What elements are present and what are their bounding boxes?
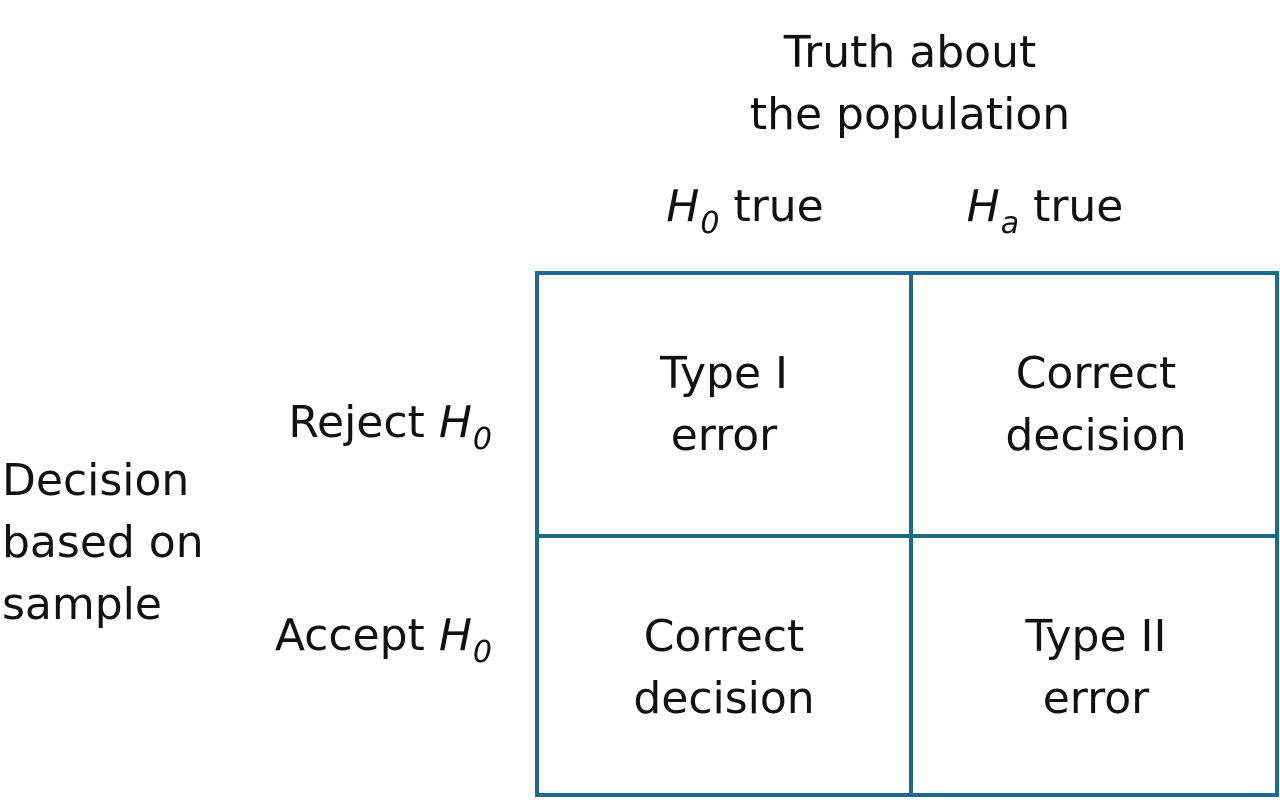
column-label-hypothesis: H xyxy=(966,181,1000,232)
row-header-line-2: based on xyxy=(2,517,204,568)
cell-line-1: Correct xyxy=(643,610,805,662)
column-label-suffix: true xyxy=(733,181,824,232)
column-label-h0-true: H0 true xyxy=(600,176,890,243)
cell-line-2: error xyxy=(1042,672,1150,724)
decision-grid: Type I error Correct decision Correct de… xyxy=(535,271,1279,797)
column-label-ha-true: Ha true xyxy=(900,176,1190,243)
row-label-reject-h0: Reject H0 xyxy=(220,392,492,459)
cell-line-2: decision xyxy=(633,672,815,724)
row-label-subscript: 0 xyxy=(472,635,492,670)
cell-reject-h0-true: Type I error xyxy=(539,275,909,534)
cell-line-2: error xyxy=(670,409,778,461)
cell-reject-ha-true: Correct decision xyxy=(913,275,1279,534)
row-header-line-3: sample xyxy=(2,579,162,630)
row-label-accept-h0: Accept H0 xyxy=(220,605,492,672)
row-label-prefix: Accept xyxy=(274,610,425,661)
grid-horizontal-divider xyxy=(539,534,1275,538)
cell-line-1: Correct xyxy=(1015,347,1177,399)
row-label-prefix: Reject xyxy=(288,397,425,448)
column-header-line-1: Truth about xyxy=(783,27,1037,78)
cell-line-1: Type I xyxy=(659,347,789,399)
column-header: Truth about the population xyxy=(650,22,1170,146)
column-header-line-2: the population xyxy=(749,89,1071,140)
cell-line-1: Type II xyxy=(1025,610,1167,662)
column-label-suffix: true xyxy=(1033,181,1124,232)
cell-accept-ha-true: Type II error xyxy=(913,538,1279,797)
row-header-line-1: Decision xyxy=(2,455,190,506)
cell-line-2: decision xyxy=(1005,409,1187,461)
row-label-hypothesis: H xyxy=(438,610,472,661)
column-label-subscript: a xyxy=(1000,206,1020,241)
row-label-hypothesis: H xyxy=(438,397,472,448)
row-label-subscript: 0 xyxy=(472,422,492,457)
cell-accept-h0-true: Correct decision xyxy=(539,538,909,797)
column-label-hypothesis: H xyxy=(666,181,700,232)
column-label-subscript: 0 xyxy=(700,206,720,241)
row-header: Decision based on sample xyxy=(2,450,242,636)
